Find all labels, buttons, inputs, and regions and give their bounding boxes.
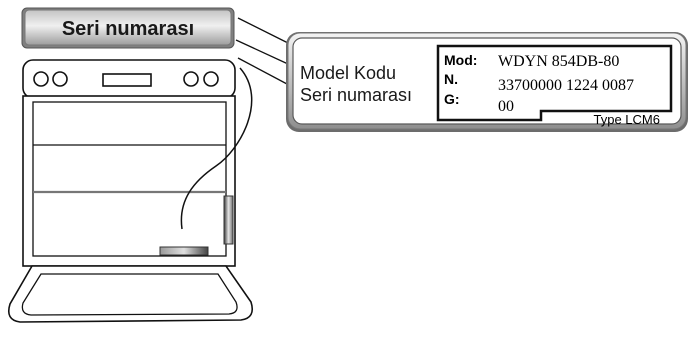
display-panel-icon: [102, 73, 152, 87]
mod-key: Mod:: [444, 52, 477, 68]
callout-label: Seri numarası: [62, 18, 194, 40]
leader-lines: [235, 17, 291, 85]
pointer-line: [180, 67, 253, 230]
mod-value: WDYN 854DB-80: [498, 53, 619, 70]
knob-icon: [33, 71, 49, 87]
knob-icon: [183, 71, 199, 87]
dishwasher-icon: [7, 59, 254, 323]
serial-plate-location: [159, 246, 209, 256]
knob-icon: [203, 71, 219, 87]
side-hinge: [223, 195, 234, 245]
inner-cavity: [32, 101, 227, 257]
serial-number-callout: Seri numarası: [21, 7, 235, 49]
serial-key: N.: [444, 71, 458, 87]
serial-number-label: Seri numarası: [300, 85, 412, 105]
g-value: 00: [498, 98, 514, 115]
door-inner-panel: [21, 273, 238, 316]
type-text: Type LCM6: [594, 112, 660, 127]
plate-data-box: [436, 44, 673, 122]
rating-plate: Model Kodu Seri numarası Mod: WDYN 854DB…: [286, 32, 688, 132]
serial-value: 33700000 1224 0087: [498, 77, 634, 94]
model-code-label: Model Kodu: [300, 63, 396, 83]
knob-icon: [52, 71, 68, 87]
g-key: G:: [444, 91, 460, 107]
